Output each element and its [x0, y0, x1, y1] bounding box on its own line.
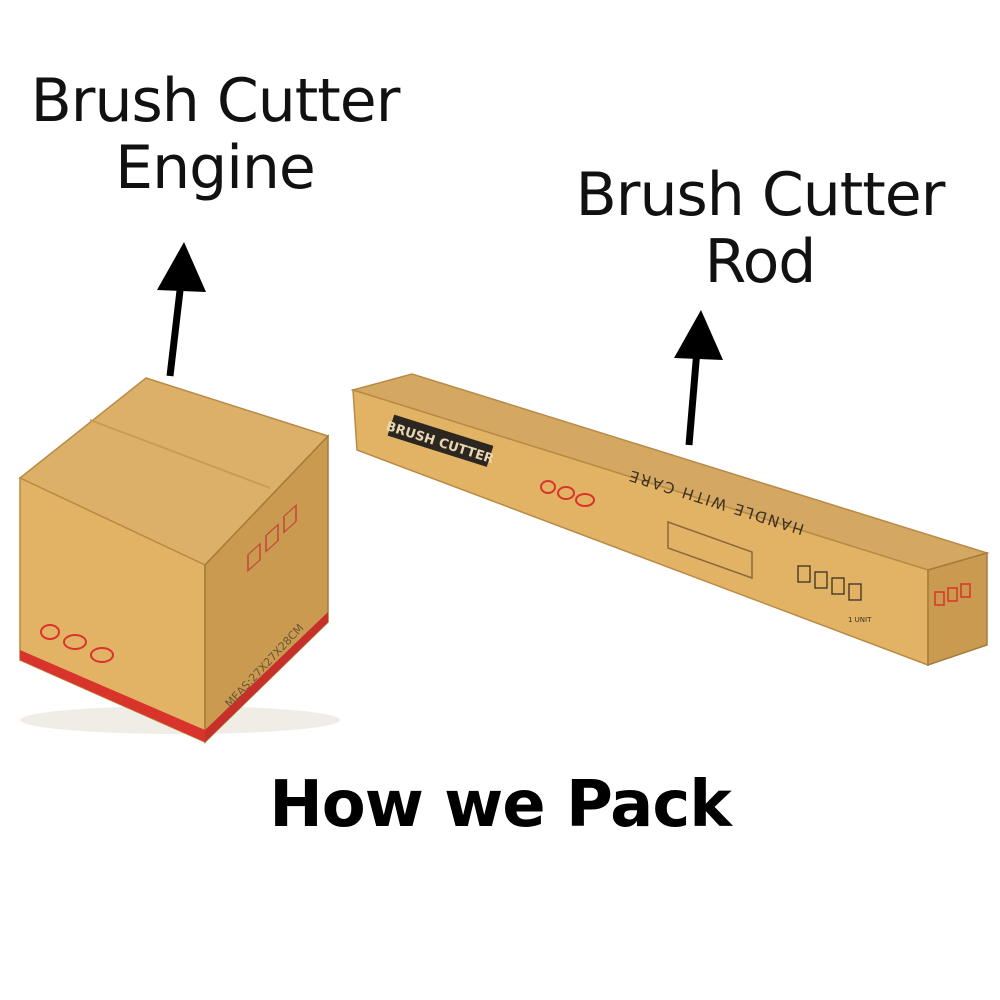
- rod-arrow: [674, 310, 723, 446]
- rod-box: BRUSH CUTTER HANDLE WITH CARE 1 UNIT: [350, 373, 990, 667]
- rod-arrow-head: [674, 310, 723, 360]
- engine-label-line1: Brush Cutter: [30, 66, 401, 136]
- rod-label-line1: Brush Cutter: [575, 160, 946, 230]
- engine-label: Brush Cutter Engine: [10, 66, 420, 204]
- rod-box-handling-icons: [797, 565, 862, 601]
- rod-label-line2: Rod: [704, 227, 817, 298]
- rod-label: Brush Cutter Rod: [545, 160, 975, 298]
- engine-box-red-stripe: [20, 650, 205, 742]
- engine-box-stamp-logos: [40, 624, 114, 663]
- rod-box-label-area: [667, 520, 753, 580]
- engine-arrow-head: [157, 242, 206, 292]
- engine-box-handling-icons: [247, 504, 297, 573]
- engine-box-red-stripe-side: [205, 612, 328, 742]
- rod-box-stamp-logos: [540, 480, 595, 507]
- engine-arrow: [157, 242, 206, 377]
- engine-box-top-seam: [89, 419, 271, 489]
- rod-arrow-shaft: [685, 349, 701, 446]
- caption: How we Pack: [269, 768, 732, 842]
- engine-label-line2: Engine: [115, 133, 316, 204]
- engine-arrow-shaft: [166, 281, 185, 377]
- rod-box-unit-text: 1 UNIT: [848, 616, 872, 624]
- rod-box-end-icons: [934, 583, 971, 606]
- engine-box: MEAS:27X27X28CM: [18, 377, 340, 744]
- rod-box-end: [927, 552, 988, 667]
